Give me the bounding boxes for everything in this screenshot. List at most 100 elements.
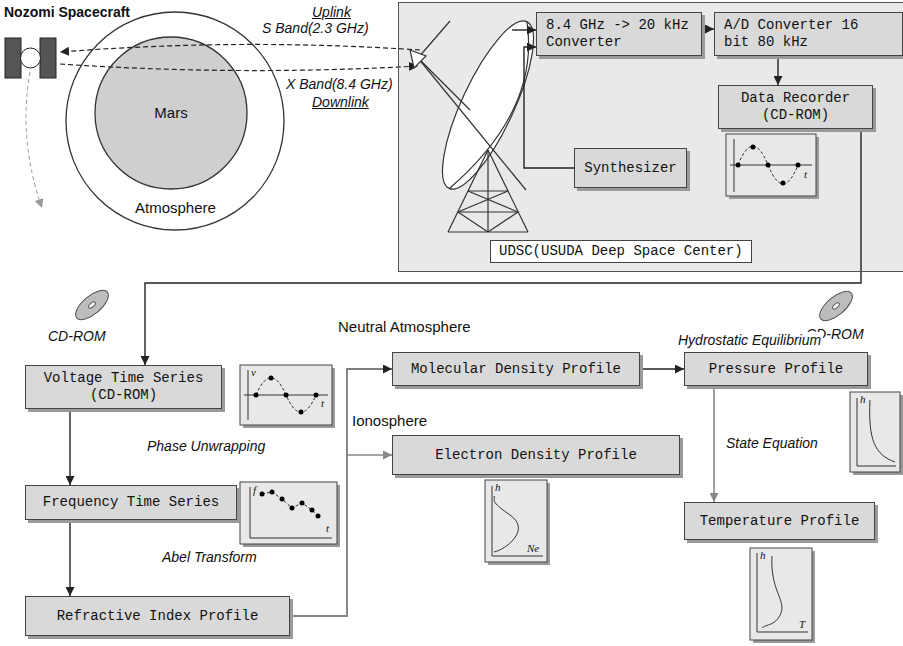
atmosphere-circle: AtmosphereMars (65, 11, 285, 231)
antenna (450, 22, 529, 188)
plot-pressure (870, 400, 895, 462)
spacecraft (5, 38, 56, 78)
flow-arrow (69, 520, 70, 596)
antenna (468, 190, 508, 191)
process-box: 8.4 GHz -> 20 kHz Converter (536, 12, 702, 56)
plot-voltage (269, 376, 274, 381)
label-holder: h (760, 549, 766, 562)
mars-fill (95, 37, 247, 189)
label-holder: Neutral Atmosphere (338, 318, 471, 336)
box-label: Molecular Density Profile (411, 361, 621, 378)
plot-recorder (726, 134, 819, 199)
plot-electron (492, 486, 493, 556)
media-label: CD-ROM (48, 328, 106, 345)
band-label: S Band(2.3 GHz) (262, 20, 369, 37)
plot-pressure (857, 466, 896, 467)
plot-frequency (250, 487, 251, 538)
section-label: Ionosphere (352, 412, 427, 430)
station-panel-fill (398, 2, 903, 272)
box-label: Temperature Profile (700, 513, 860, 530)
box-label: Electron Density Profile (435, 447, 637, 464)
flow-arrow (145, 129, 861, 365)
antenna (418, 58, 470, 110)
flow-arrow (69, 409, 70, 485)
plot-pressure (850, 392, 900, 472)
antenna-feed (512, 30, 536, 31)
antenna-feed (512, 29, 536, 30)
box-label: Data Recorder (CD-ROM) (728, 90, 863, 124)
plot-frequency (270, 490, 275, 495)
plot-recorder (736, 163, 741, 168)
plot-recorder (766, 163, 771, 168)
process-box: Refractive Index Profile (25, 596, 290, 636)
axis-label: h (860, 393, 866, 406)
plot-voltage (256, 378, 316, 413)
process-box: A/D Converter 16 bit 80 kHz (714, 12, 903, 56)
circle-outline (95, 37, 247, 189)
plot-frequency (316, 514, 321, 519)
antenna (418, 58, 526, 190)
label-holder: CD-ROM (48, 328, 106, 345)
flow-arrow (290, 369, 392, 616)
plot-voltage (314, 393, 319, 398)
plot-temperature (757, 632, 808, 633)
plot-electron (485, 480, 550, 565)
link-label: Downlink (312, 94, 369, 111)
spacecraft (21, 48, 41, 68)
plot-frequency (280, 497, 285, 502)
mars-fill (95, 37, 247, 189)
flow-arrow (702, 28, 714, 29)
plot-voltage (299, 410, 304, 415)
plot-frequency (300, 501, 305, 506)
plot-frequency (260, 492, 265, 497)
plot-frequency (250, 538, 332, 539)
axis-label: T (799, 618, 805, 631)
edge-label: Hydrostatic Equilibrium (676, 332, 823, 349)
antenna (448, 231, 528, 232)
box-label: Synthesizer (584, 160, 676, 177)
circle-outline (66, 12, 284, 230)
plot-voltage (254, 393, 259, 398)
process-box: Frequency Time Series (25, 485, 237, 520)
flow-arrow (290, 455, 392, 616)
plot-recorder (751, 145, 756, 150)
radio-links (60, 64, 418, 71)
process-box: Molecular Density Profile (392, 352, 640, 386)
antenna (458, 212, 488, 232)
station-panel-fill (398, 2, 903, 272)
process-box: Synthesizer (574, 148, 687, 188)
label-holder: f (253, 484, 256, 497)
section-label: Neutral Atmosphere (338, 318, 471, 336)
edge-label: Phase Unwrapping (145, 438, 267, 455)
plot-temperature (762, 556, 782, 628)
plot-electron (492, 556, 543, 557)
label-holder: Phase Unwrapping (145, 438, 267, 455)
flow-arrow (640, 368, 684, 369)
antenna (468, 191, 518, 212)
plot-recorder (726, 134, 816, 196)
orbit-arrow (26, 72, 42, 208)
label-holder: t (326, 522, 329, 535)
cd-rom-disc (832, 302, 841, 310)
label-holder: h (495, 481, 501, 494)
plot-recorder (738, 146, 798, 184)
process-box: Pressure Profile (684, 352, 868, 386)
label-holder: X Band(8.4 GHz) (286, 76, 393, 93)
label-holder: h (860, 393, 866, 406)
plot-frequency (310, 508, 315, 513)
axis-label: t (321, 397, 324, 410)
process-box: Voltage Time Series (CD-ROM) (25, 365, 222, 409)
edge-label: State Equation (724, 435, 820, 452)
cd-rom-disc (71, 285, 113, 325)
radio-links (60, 44, 420, 52)
axis-label: f (253, 484, 256, 497)
edge-label: Abel Transform (160, 549, 259, 566)
label-holder: Abel Transform (160, 549, 259, 566)
axis-label: h (760, 549, 766, 562)
spacecraft (40, 38, 56, 78)
label-holder: Ionosphere (352, 412, 427, 430)
label-holder: Ne (527, 542, 539, 555)
plot-recorder (796, 163, 801, 168)
label-holder: t (321, 397, 324, 410)
process-box: Electron Density Profile (392, 435, 680, 475)
